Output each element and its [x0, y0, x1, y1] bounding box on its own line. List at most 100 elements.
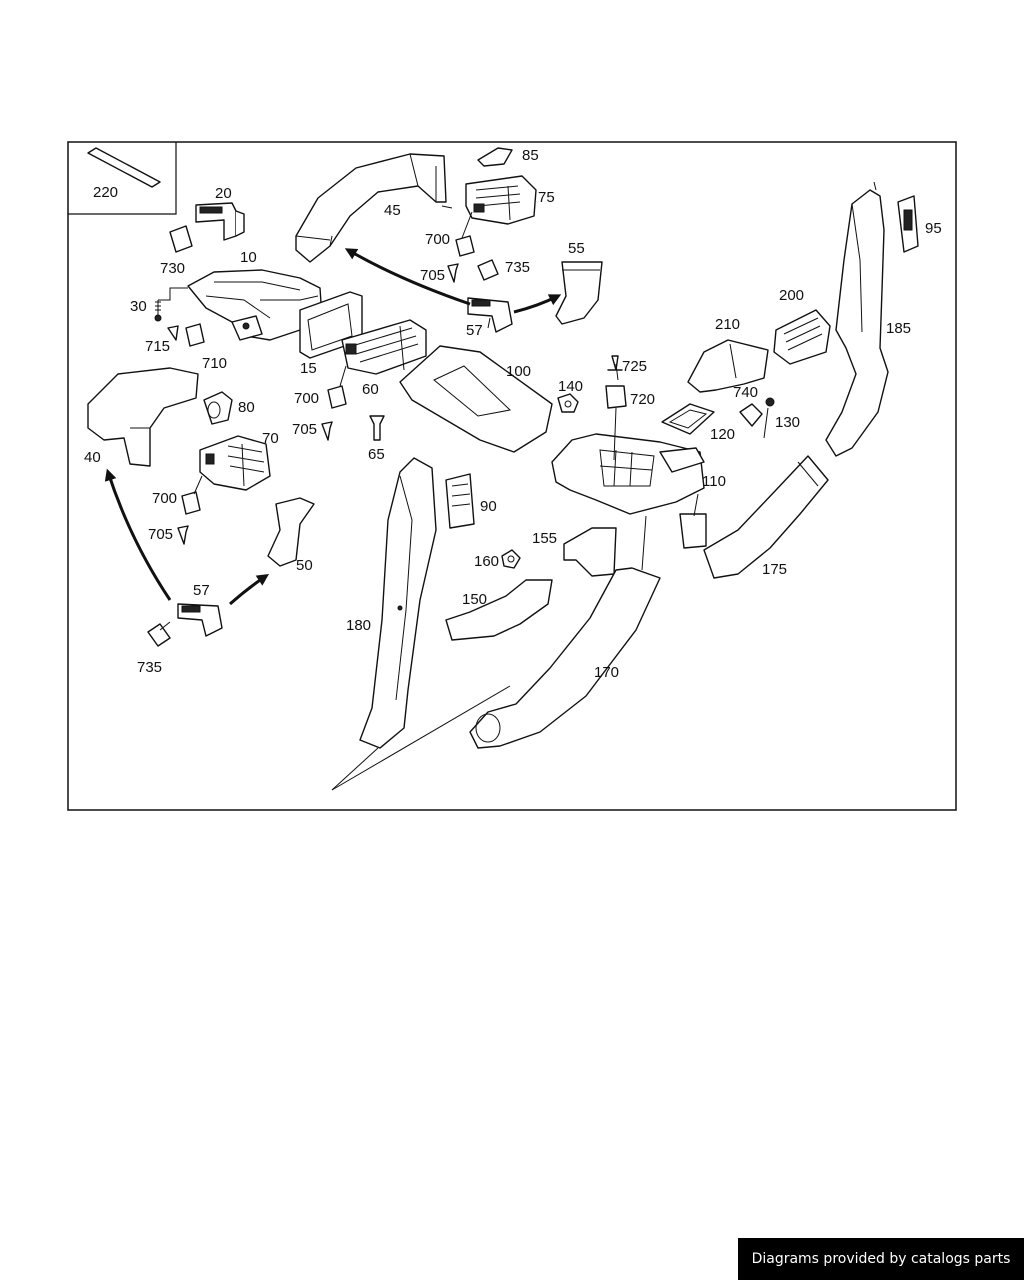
footer-banner: Diagrams provided by catalogs parts	[738, 1238, 1024, 1280]
part-725-pin	[607, 355, 623, 371]
part-740-clip	[739, 403, 763, 427]
label-735b: 735	[137, 659, 162, 676]
label-75: 75	[538, 189, 555, 206]
diagram-frame	[67, 141, 957, 811]
label-90: 90	[480, 498, 497, 515]
label-10: 10	[240, 249, 257, 266]
inset-box	[68, 142, 177, 215]
label-150: 150	[462, 591, 487, 608]
label-140: 140	[558, 378, 583, 395]
part-95-bracket	[897, 195, 919, 253]
label-110: 110	[702, 473, 726, 490]
leader-lines	[159, 205, 699, 791]
part-710-clip	[185, 323, 205, 347]
label-45: 45	[384, 202, 401, 219]
part-57b-bracket	[177, 603, 223, 637]
label-130: 130	[775, 414, 800, 431]
label-735a: 735	[505, 259, 530, 276]
part-140-nut	[557, 393, 579, 413]
part-200-air-vent	[773, 309, 831, 365]
part-700a-clip	[455, 235, 475, 257]
part-185-air-duct	[825, 181, 889, 457]
part-220-strip	[87, 147, 161, 188]
part-55-air-duct	[555, 261, 603, 325]
part-labels: 220 20 10 730 30 715 710 15 45 85 75 700…	[84, 147, 942, 681]
part-80-nozzle	[203, 391, 233, 425]
part-120-gasket	[661, 403, 715, 435]
label-700c: 700	[152, 490, 177, 507]
label-120: 120	[710, 426, 735, 443]
part-210-air-duct	[687, 339, 769, 393]
part-160-nut	[501, 549, 521, 569]
label-55: 55	[568, 240, 585, 257]
part-45-air-duct	[295, 153, 447, 263]
part-40-air-duct	[87, 367, 199, 467]
part-155-air-duct	[563, 527, 617, 577]
label-160: 160	[474, 553, 499, 570]
label-725: 725	[622, 358, 647, 375]
part-20-bracket	[195, 202, 245, 241]
label-65: 65	[368, 446, 385, 463]
label-740: 740	[733, 384, 758, 401]
part-700b-clip	[327, 385, 347, 409]
part-705b-screw	[321, 421, 333, 441]
arrow-57a-to-45	[344, 248, 471, 306]
label-95: 95	[925, 220, 942, 237]
part-60-air-vent	[341, 319, 427, 375]
arrow-57a-to-55	[513, 294, 562, 314]
label-700b: 700	[294, 390, 319, 407]
label-210: 210	[715, 316, 740, 333]
label-185: 185	[886, 320, 911, 337]
label-50: 50	[296, 557, 313, 574]
part-700c-clip	[181, 491, 201, 515]
label-170: 170	[594, 664, 619, 681]
part-170-air-duct	[469, 567, 661, 749]
label-200: 200	[779, 287, 804, 304]
label-85: 85	[522, 147, 539, 164]
label-80: 80	[238, 399, 255, 416]
label-60: 60	[362, 381, 379, 398]
part-735b-clip	[147, 623, 171, 647]
part-175-air-duct	[703, 455, 829, 579]
part-735a-clip	[477, 259, 499, 281]
arrow-57b-to-50	[229, 574, 269, 606]
part-110-blower-housing	[551, 433, 707, 549]
part-30-screw	[154, 300, 162, 322]
label-100: 100	[506, 363, 531, 380]
arrow-57b-to-40	[104, 468, 172, 601]
part-130-sensor	[763, 397, 775, 439]
label-175: 175	[762, 561, 787, 578]
label-705c: 705	[148, 526, 173, 543]
part-180-air-duct	[359, 457, 437, 749]
label-720: 720	[630, 391, 655, 408]
label-180: 180	[346, 617, 371, 634]
label-20: 20	[215, 185, 232, 202]
label-705a: 705	[420, 267, 445, 284]
label-57a: 57	[466, 322, 483, 339]
part-70-air-vent	[199, 435, 271, 491]
label-715: 715	[145, 338, 170, 355]
label-70: 70	[262, 430, 279, 447]
part-50-air-duct	[267, 497, 315, 567]
part-730-clip	[169, 225, 193, 253]
part-150-air-duct	[445, 579, 553, 641]
part-715-clip	[167, 325, 179, 341]
part-57a-bracket	[467, 297, 513, 333]
label-710: 710	[202, 355, 227, 372]
part-75-air-vent	[465, 175, 537, 225]
label-57b: 57	[193, 582, 210, 599]
part-100-air-duct	[399, 345, 553, 453]
part-85-cap	[477, 147, 513, 167]
part-65-rivet	[369, 415, 385, 441]
label-15: 15	[300, 360, 317, 377]
label-30: 30	[130, 298, 147, 315]
part-705a-screw	[447, 263, 459, 283]
label-700a: 700	[425, 231, 450, 248]
label-220: 220	[93, 184, 118, 201]
part-720-clip	[605, 385, 627, 409]
label-40: 40	[84, 449, 101, 466]
part-705c-screw	[177, 525, 189, 545]
part-90-air-vent	[445, 473, 475, 529]
label-730: 730	[160, 260, 185, 277]
